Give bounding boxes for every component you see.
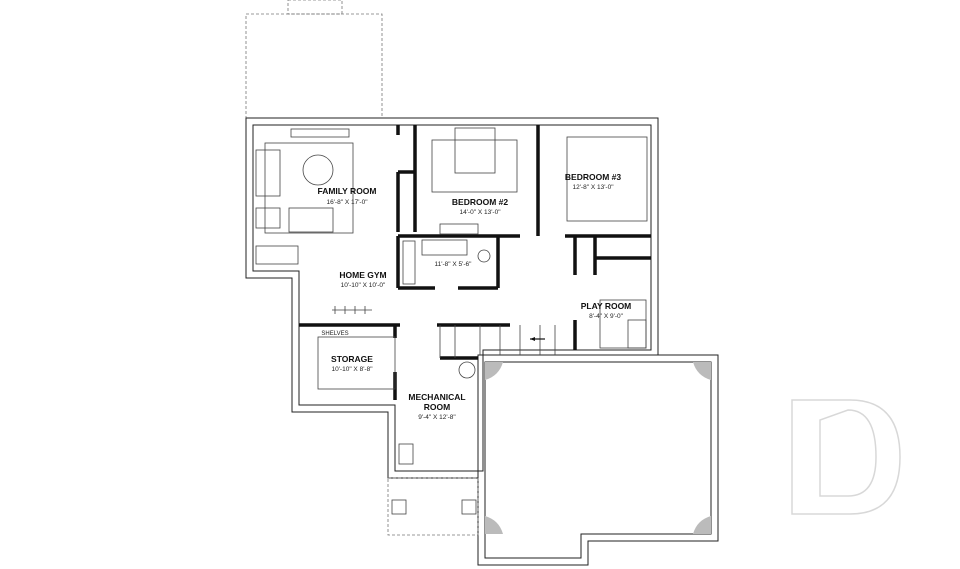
garage [477,354,719,566]
room-name-bedroom3: BEDROOM #3 [565,172,621,182]
furniture [255,127,648,465]
room-dims-bath: 11'-8" X 5'-6" [435,261,473,268]
shelves-label: SHELVES [321,331,348,337]
room-name-family: FAMILY ROOM [317,186,376,196]
room-dims-storage: 10'-10" X 8'-8" [331,366,373,373]
watermark-logo [791,399,901,515]
room-dims-bedroom3: 12'-8" X 13'-0" [572,184,614,191]
room-name-bedroom2: BEDROOM #2 [452,197,508,207]
room-name-storage: STORAGE [331,354,373,364]
patio [245,0,383,119]
room-name-play: PLAY ROOM [581,301,632,311]
room-dims-gym: 10'-10" X 10'-0" [341,282,386,289]
room-dims-play: 8'-4" X 9'-0" [589,313,624,320]
room-name-gym: HOME GYM [339,270,386,280]
room-dims-mechanical: 9'-4" X 12'-8" [418,414,456,421]
room-dims-family: 16'-8" X 17'-0" [326,199,368,206]
room-dims-bedroom2: 14'-0" X 13'-0" [459,209,501,216]
interior-walls [299,125,651,400]
room-name-mechanical: MECHANICAL [408,392,465,402]
room-name-mechanical-2: ROOM [424,402,450,412]
stoop [387,477,479,536]
